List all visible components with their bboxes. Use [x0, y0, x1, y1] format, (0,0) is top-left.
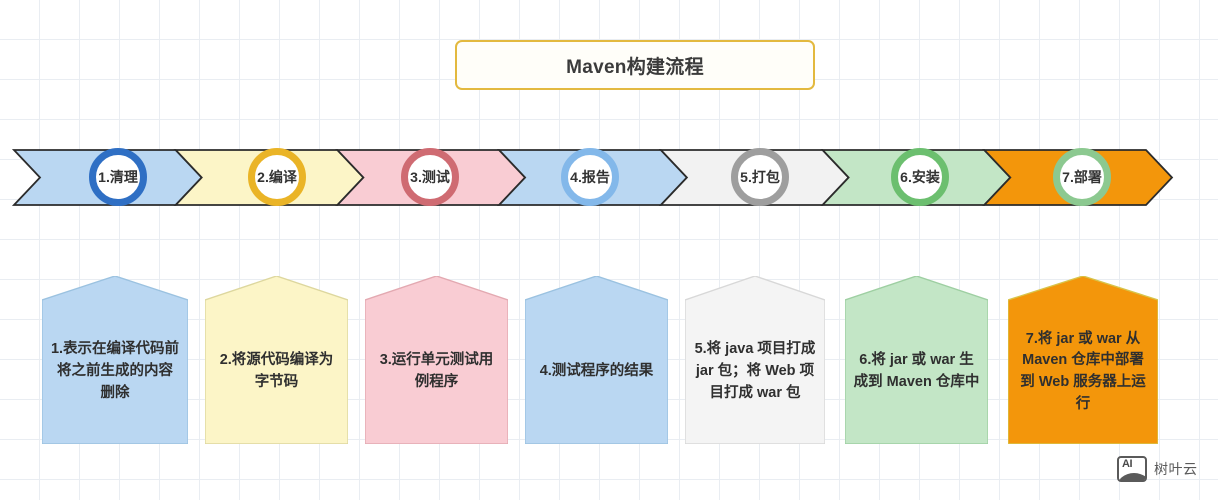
step-badge-1[interactable]: 1.清理: [89, 148, 147, 206]
watermark: AI 树叶云: [1117, 456, 1198, 482]
page-title: Maven构建流程: [566, 56, 704, 78]
card-background: [205, 276, 348, 444]
card-background: [365, 276, 508, 444]
step-badge-7[interactable]: 7.部署: [1053, 148, 1111, 206]
card-text: 4.测试程序的结果: [539, 363, 654, 380]
card-shape: [685, 276, 825, 444]
description-card-7[interactable]: 7.将 jar 或 war 从 Maven 仓库中部署到 Web 服务器上运行: [1008, 276, 1158, 444]
card-text: 7.将 jar 或 war 从 Maven 仓库中部署到 Web 服务器上运行: [1020, 330, 1146, 412]
step-badge-6[interactable]: 6.安装: [891, 148, 949, 206]
card-text: 2.将源代码编译为字节码: [219, 352, 334, 390]
step-badge-label: 2.编译: [257, 169, 297, 185]
step-badge-2[interactable]: 2.编译: [248, 148, 306, 206]
card-background: [525, 276, 668, 444]
watermark-label: 树叶云: [1154, 461, 1198, 477]
card-shape: [365, 276, 508, 444]
card-background: [845, 276, 988, 444]
ai-image-icon: AI: [1117, 456, 1147, 482]
description-card-1[interactable]: 1.表示在编译代码前将之前生成的内容删除: [42, 276, 188, 444]
step-badge-4[interactable]: 4.报告: [561, 148, 619, 206]
step-badge-label: 4.报告: [570, 169, 610, 185]
card-shape: [525, 276, 668, 444]
description-card-2[interactable]: 2.将源代码编译为字节码: [205, 276, 348, 444]
description-card-4[interactable]: 4.测试程序的结果: [525, 276, 668, 444]
step-badge-label: 5.打包: [740, 169, 780, 185]
step-badge-label: 3.测试: [410, 169, 450, 185]
card-shape: [845, 276, 988, 444]
card-shape: [1008, 276, 1158, 444]
card-text: 1.表示在编译代码前将之前生成的内容删除: [50, 341, 180, 401]
step-badge-5[interactable]: 5.打包: [731, 148, 789, 206]
card-background: [1008, 276, 1158, 444]
card-shape: [42, 276, 188, 444]
card-text: 5.将 java 项目打成 jar 包；将 Web 项目打成 war 包: [694, 341, 816, 401]
diagram-title-box: Maven构建流程: [455, 40, 815, 90]
step-badge-label: 6.安装: [900, 169, 940, 185]
hill-shape-small: [1133, 475, 1145, 480]
card-text: 6.将 jar 或 war 生成到 Maven 仓库中: [853, 352, 980, 390]
hill-shape: [1119, 473, 1145, 480]
step-badge-3[interactable]: 3.测试: [401, 148, 459, 206]
card-shape: [205, 276, 348, 444]
description-card-6[interactable]: 6.将 jar 或 war 生成到 Maven 仓库中: [845, 276, 988, 444]
card-background: [42, 276, 188, 444]
description-card-3[interactable]: 3.运行单元测试用例程序: [365, 276, 508, 444]
step-badge-label: 1.清理: [98, 169, 138, 185]
ai-badge-label: AI: [1122, 458, 1133, 470]
description-card-5[interactable]: 5.将 java 项目打成 jar 包；将 Web 项目打成 war 包: [685, 276, 825, 444]
card-text: 3.运行单元测试用例程序: [379, 352, 494, 390]
step-badge-label: 7.部署: [1062, 169, 1102, 185]
card-background: [685, 276, 825, 444]
